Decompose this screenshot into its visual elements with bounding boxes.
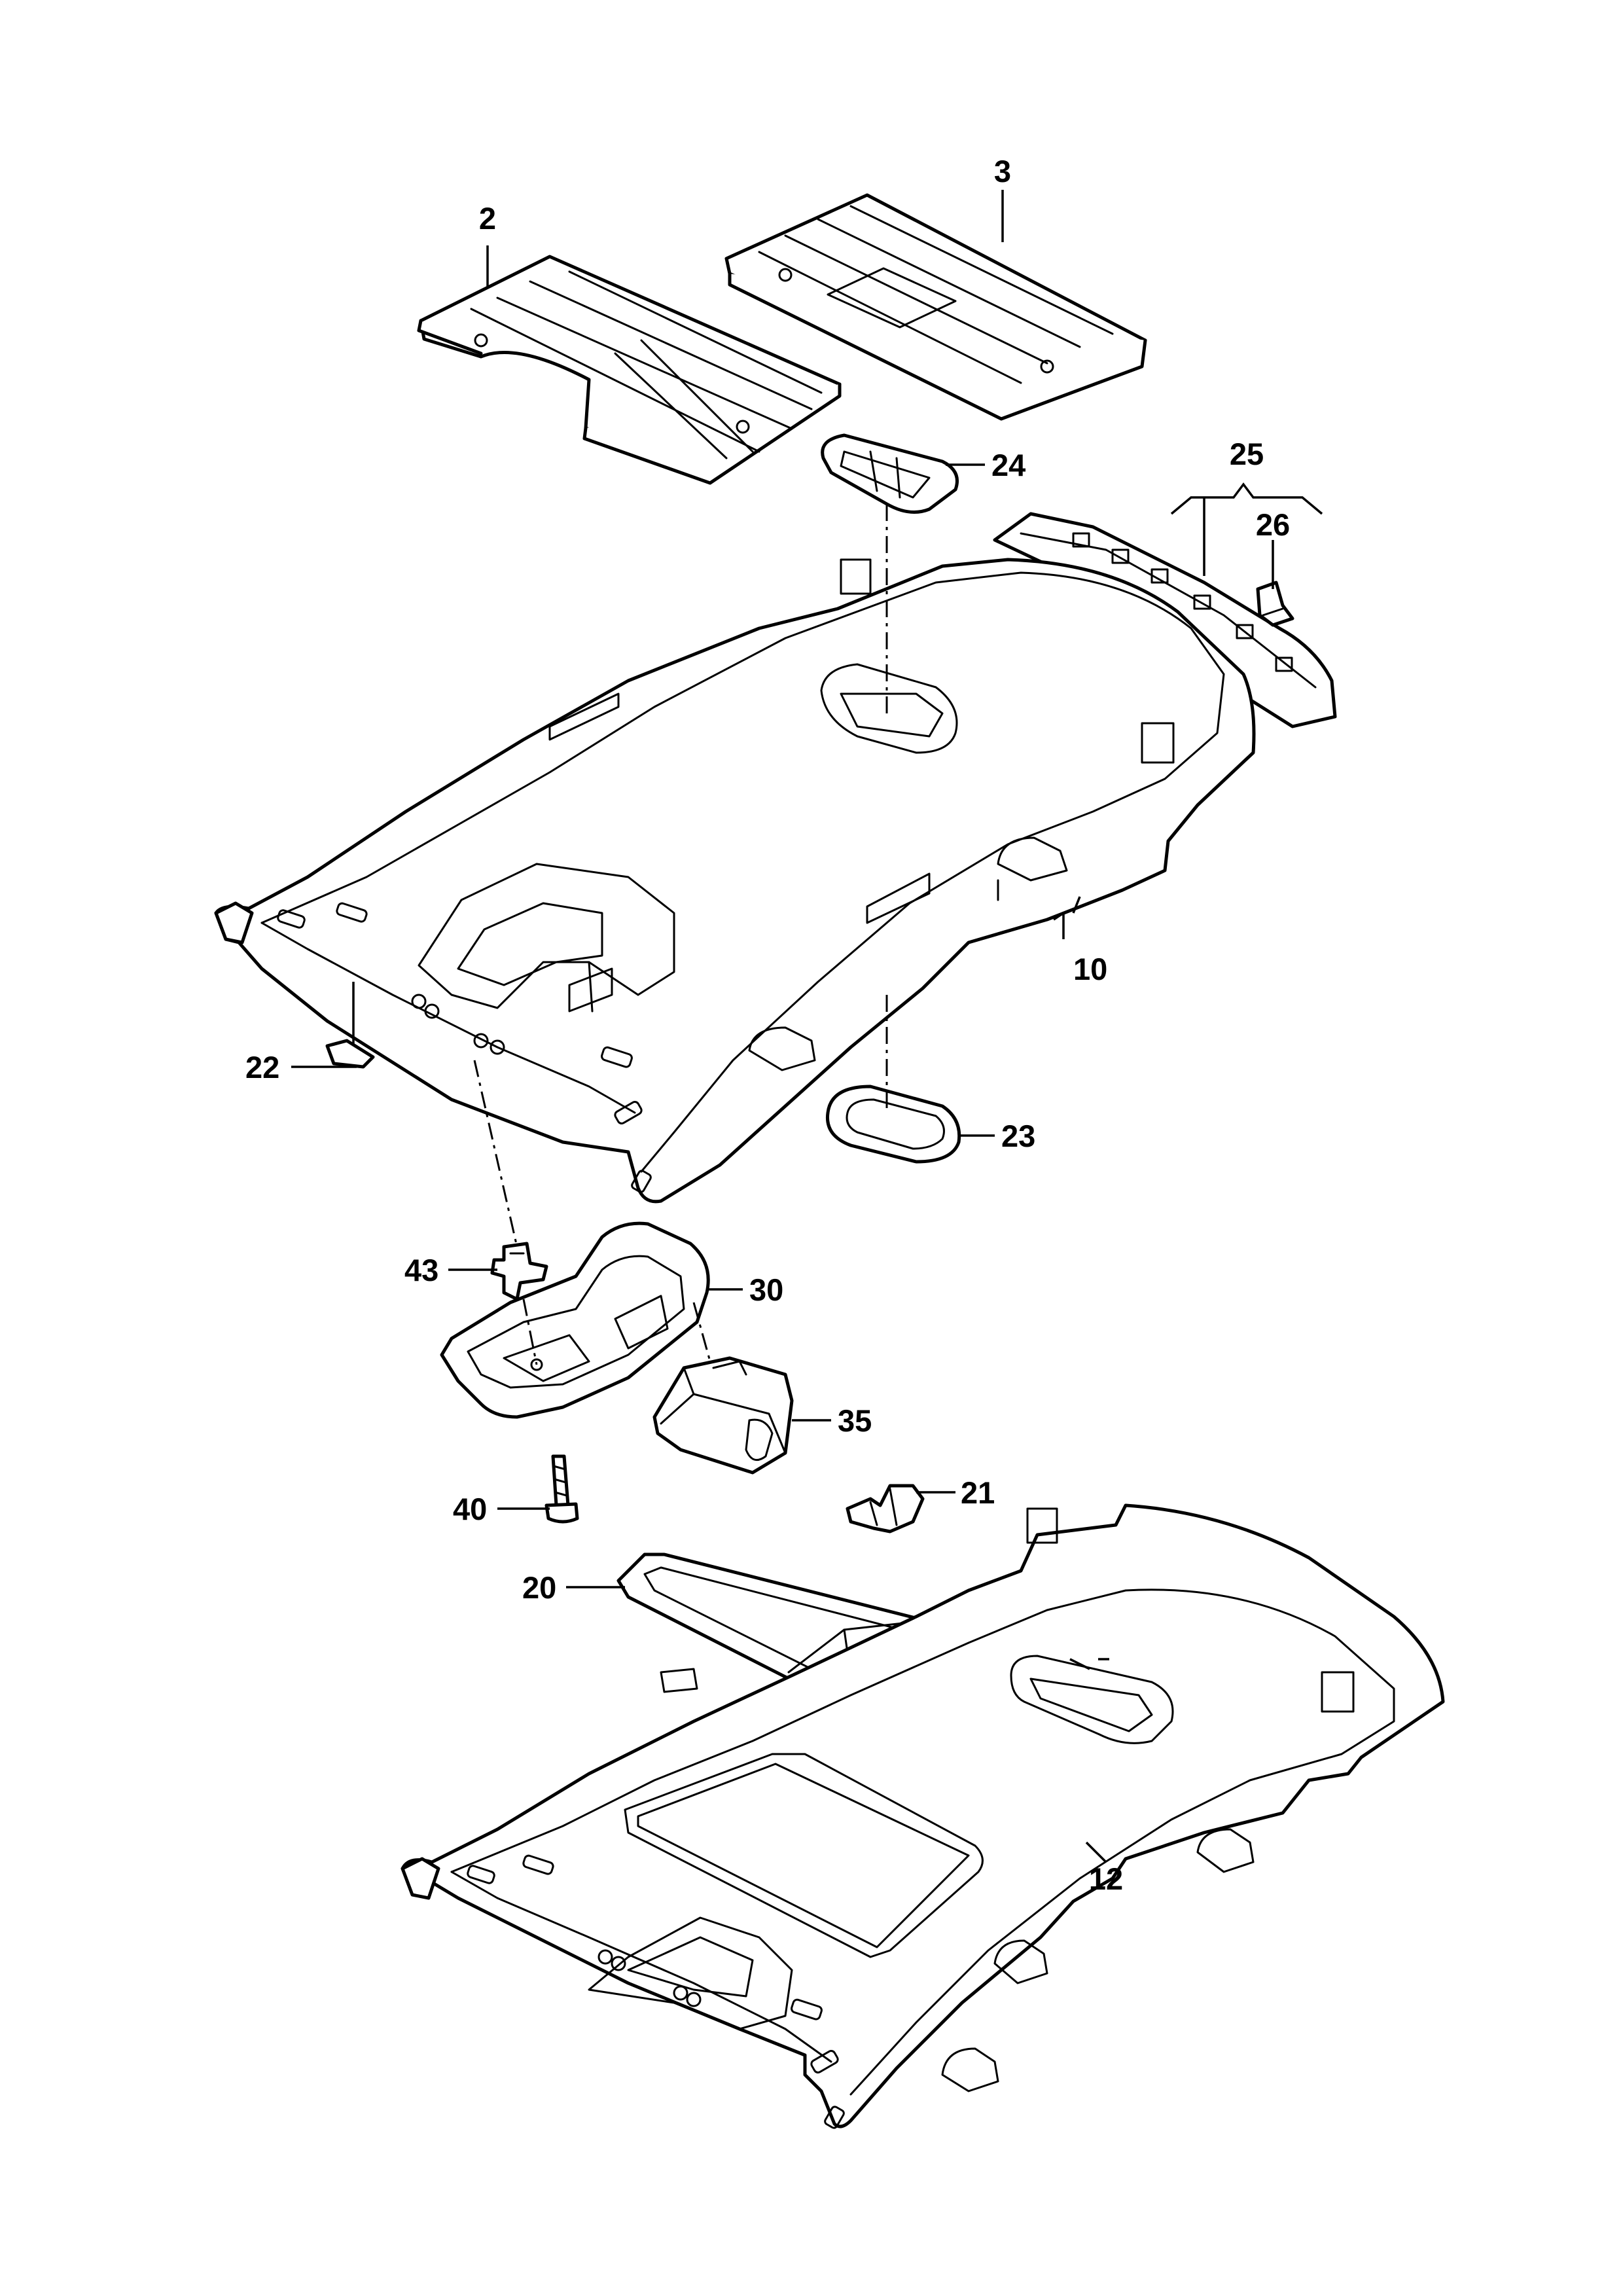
callout-26: 26 <box>1256 507 1290 542</box>
part-24-cover <box>821 433 959 514</box>
part-23-frame <box>825 1085 961 1164</box>
callout-2: 2 <box>479 201 496 236</box>
part-10-headliner-upper <box>214 558 1256 1204</box>
part-35-lamp-unit <box>652 1356 794 1475</box>
callout-30: 30 <box>749 1272 783 1307</box>
callout-10: 10 <box>1073 952 1107 986</box>
callout-22: 22 <box>245 1050 279 1085</box>
callout-3: 3 <box>994 154 1011 188</box>
part-26-clip <box>1256 581 1294 627</box>
part-2-insulation-mat-left <box>417 255 842 485</box>
callout-labels: 2 3 24 25 26 10 22 23 43 30 35 40 21 20 … <box>245 154 1290 1896</box>
part-22-small-cover <box>325 1039 375 1069</box>
callout-40: 40 <box>453 1492 487 1526</box>
callout-12: 12 <box>1089 1861 1123 1896</box>
callout-43: 43 <box>404 1253 438 1287</box>
callout-21: 21 <box>961 1475 995 1510</box>
assembly-axes <box>473 504 888 1365</box>
part-3-insulation-mat-right <box>724 193 1147 421</box>
callout-35: 35 <box>838 1403 872 1438</box>
leader-lines <box>291 190 1323 1863</box>
part-40-screw <box>544 1454 579 1524</box>
part-21-clip <box>846 1484 925 1534</box>
part-12-headliner-lower <box>401 1503 1445 2129</box>
callout-23: 23 <box>1001 1119 1035 1153</box>
callout-24: 24 <box>991 448 1026 482</box>
part-30-roof-console <box>440 1221 710 1419</box>
callout-25: 25 <box>1230 437 1264 471</box>
callout-20: 20 <box>522 1570 556 1605</box>
